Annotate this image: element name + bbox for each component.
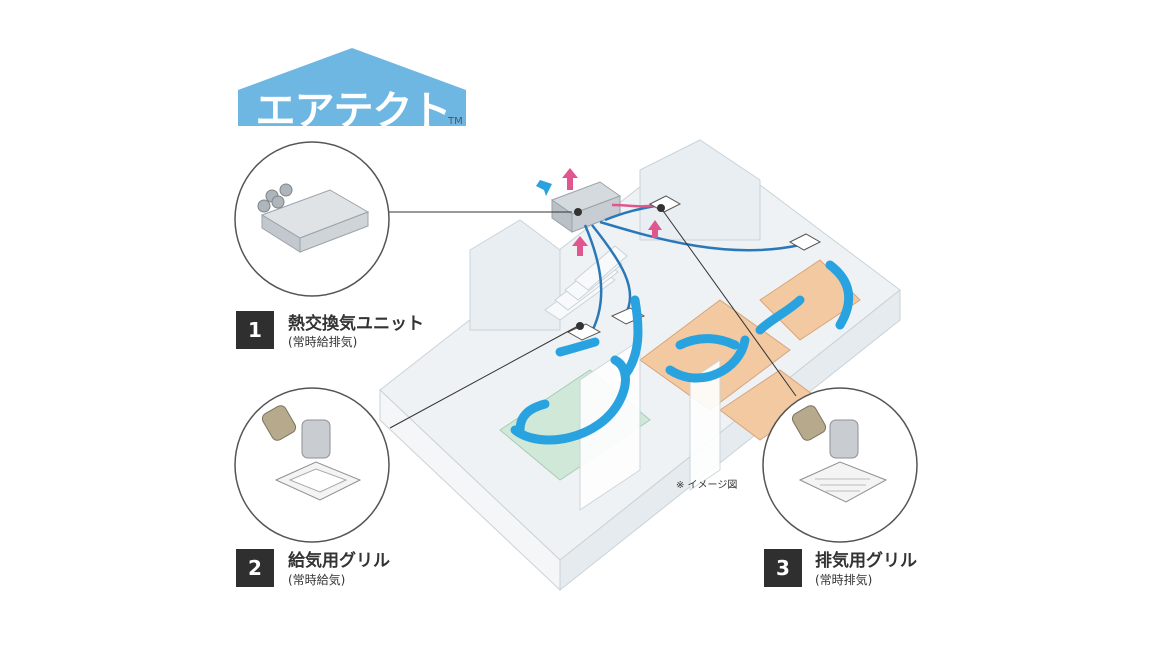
exhaust-grille-circle bbox=[762, 387, 918, 543]
item-1-subtitle: (常時給排気) bbox=[288, 335, 358, 349]
supply-grille-circle bbox=[234, 387, 390, 543]
item-3-subtitle: (常時排気) bbox=[815, 573, 873, 587]
heat-exchange-unit-model bbox=[550, 181, 622, 233]
exhaust-ducts bbox=[611, 203, 656, 208]
house-roof-shape bbox=[238, 48, 466, 126]
logo-text: エアテクト bbox=[255, 88, 452, 134]
airflow-arrows bbox=[510, 260, 854, 445]
supply-arrows bbox=[536, 180, 552, 196]
item-2-subtitle: (常時給気) bbox=[288, 573, 346, 587]
leader-lines bbox=[388, 207, 797, 429]
leader-dots bbox=[574, 204, 665, 330]
item-3-badge: 3 bbox=[764, 549, 802, 587]
exhaust-arrows bbox=[562, 168, 662, 256]
item-1-title: 熱交換気ユニット bbox=[288, 314, 424, 334]
item-2-title: 給気用グリル bbox=[288, 551, 390, 571]
living-room-floor bbox=[639, 299, 791, 411]
trademark-mark: TM bbox=[448, 116, 463, 127]
staircase bbox=[544, 245, 628, 321]
item-1-badge: 1 bbox=[236, 311, 274, 349]
heat-exchange-unit-circle bbox=[234, 141, 390, 297]
dining-floor bbox=[759, 259, 861, 341]
item-3-title: 排気用グリル bbox=[815, 551, 917, 571]
airtect-logo: エアテクト bbox=[232, 44, 472, 134]
image-note: ※ イメージ図 bbox=[676, 480, 738, 491]
item-2-badge: 2 bbox=[236, 549, 274, 587]
